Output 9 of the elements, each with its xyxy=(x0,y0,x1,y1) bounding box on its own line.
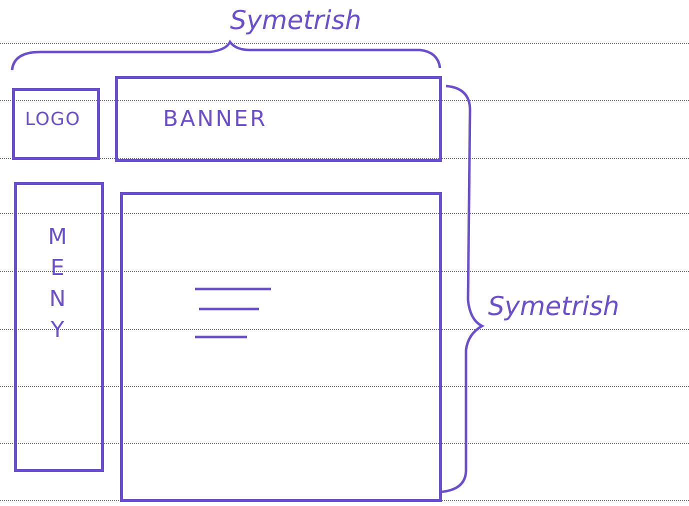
annotation-note: Symetrish xyxy=(230,6,362,36)
corner-box xyxy=(12,88,100,160)
menu-column xyxy=(14,182,104,472)
banner-box xyxy=(115,76,442,162)
content-area xyxy=(120,192,442,502)
menu-label: MENY xyxy=(45,225,70,349)
banner-label: BANNER xyxy=(163,107,268,132)
annotation-note: Symetrish xyxy=(488,292,620,322)
corner-label: LOGO xyxy=(25,109,81,130)
